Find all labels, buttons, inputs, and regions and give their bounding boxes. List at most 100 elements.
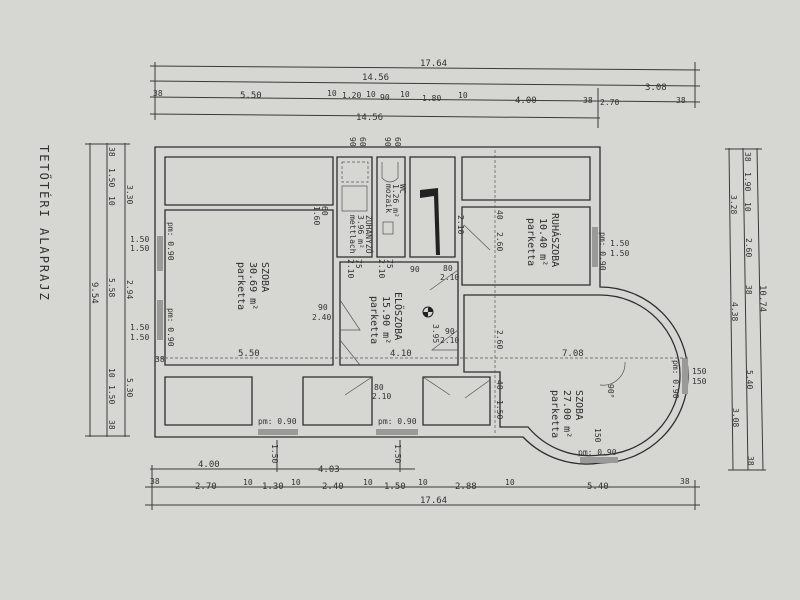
dim-bottom-overall: 17.64 — [420, 496, 447, 506]
dim-left: 38 — [107, 420, 116, 430]
dim-bottom: 10 — [291, 478, 301, 487]
door-label: 75 — [354, 259, 363, 269]
room-eloszoba: ELŐSZOBA 15.90 m² parketta — [368, 292, 406, 344]
room-name: ZUHANYZÓ — [364, 215, 375, 254]
dim-opening: 60 — [358, 137, 367, 147]
right-dimensions: 3.28 4.38 3.08 38 1.90 10 2.60 38 5.40 3… — [725, 147, 767, 471]
dim-right-overall: 10.74 — [757, 285, 767, 312]
inner-dim: 150 — [593, 428, 602, 443]
dim-left: 10 — [107, 196, 116, 206]
dim-left: 1.50 — [107, 168, 116, 187]
dim-opening: 90 — [383, 137, 392, 147]
parapet-label: pm: 0.90 — [166, 308, 175, 347]
dim-bottom: 38 — [150, 477, 160, 486]
dim-bottom: 10 — [243, 478, 253, 487]
window-label: 1.50 — [130, 235, 149, 244]
room-area: 30.69 m² — [247, 262, 258, 310]
dim-right: 5.40 — [745, 370, 754, 389]
inner-dim: 1.50 — [495, 400, 504, 419]
bottom-dimensions: 4.00 4.03 38 2.70 10 1.30 10 2.40 10 1.5… — [145, 440, 700, 510]
door-label: 2.10 — [440, 336, 459, 345]
walls — [154, 146, 690, 465]
dim-bottom: 4.03 — [318, 465, 340, 475]
dim-bottom: 10 — [363, 478, 373, 487]
room-area: 10.40 m² — [537, 218, 548, 266]
dim-top: 1.20 — [342, 91, 361, 100]
window-label: 150 — [692, 377, 707, 386]
inner-dim: 40 — [495, 380, 504, 390]
parapet-label: pm: 0.90 — [598, 232, 607, 271]
dim-left-overall: 9.54 — [89, 282, 99, 304]
dim-bottom: 5.40 — [587, 482, 609, 492]
window-label: 150 — [692, 367, 707, 376]
room-floor: parketta — [525, 218, 536, 266]
inner-dim: 2.60 — [495, 330, 504, 349]
level-label: 3.95 — [431, 324, 440, 343]
dim-bottom: 1.50 — [384, 482, 406, 492]
dim-bottom: 2.40 — [322, 482, 344, 492]
room-area: 15.90 m² — [380, 296, 391, 344]
dim-bottom: 1.30 — [262, 482, 284, 492]
inner-dim: 4.10 — [390, 349, 412, 359]
room-floor: parketta — [235, 262, 246, 310]
door-label: 90 — [318, 303, 328, 312]
dim-right: 2.60 — [744, 238, 753, 257]
room-ruhaszoba: RUHÁSZOBA 10.40 m² parketta — [525, 213, 562, 267]
inner-dim: 40 — [495, 210, 504, 220]
angle-label: 90° — [606, 384, 615, 398]
inner-dim: 38 — [155, 355, 165, 364]
dim-bottom: 2.70 — [195, 482, 217, 492]
dim-right: 38 — [746, 456, 755, 466]
top-dimensions: 17.64 14.56 3.08 38 5.50 10 1.20 10 90 1… — [149, 59, 701, 147]
door-label: 60 — [320, 206, 329, 216]
room-zuhanyzo: ZUHANYZÓ 3.96 m² mettlach — [348, 215, 375, 254]
room-floor: mozaik — [384, 184, 393, 213]
door-label: 80 — [443, 264, 453, 273]
room-floor: parketta — [368, 296, 379, 344]
dim-top: 38 — [583, 96, 593, 105]
dim-top: 10 — [458, 91, 468, 100]
dim-right: 38 — [744, 285, 753, 295]
parapet-label: pm: 0.90 — [578, 448, 617, 457]
inner-dim: 5.50 — [238, 349, 260, 359]
room-szoba-2: SZOBA 27.00 m² parketta — [549, 390, 584, 438]
plan-title: TETŐTÉRI ALAPRAJZ — [37, 145, 52, 302]
dim-left: 5.30 — [125, 378, 134, 397]
dim-left: 3.30 — [125, 185, 134, 204]
dim-top-overall: 17.64 — [420, 59, 447, 69]
dim-top: 2.70 — [600, 98, 619, 107]
window-label: 1.50 — [130, 244, 149, 253]
dim-top: 10 — [366, 90, 376, 99]
dim-right: 38 — [743, 152, 752, 162]
door-label: 2.10 — [440, 273, 459, 282]
parapet-label: pm: 0.90 — [166, 222, 175, 261]
dim-top: 90 — [380, 93, 390, 102]
annotations: pm: 0.90 pm: 0.90 pm: 0.90 pm: 0.90 pm: … — [130, 206, 707, 463]
inner-dim: 7.08 — [562, 349, 584, 359]
dim-left: 1.50 — [107, 385, 116, 404]
dim-top: 38 — [676, 96, 686, 105]
dim-left: 38 — [107, 147, 116, 157]
dim-bottom: 10 — [505, 478, 515, 487]
window-label: 1.50 — [610, 249, 629, 258]
dim-top: 5.50 — [240, 91, 262, 101]
parapet-label: pm: 0.90 — [671, 360, 680, 399]
parapet-label: pm: 0.90 — [258, 417, 297, 426]
dim-left: 2.94 — [125, 280, 134, 299]
inner-dim: 2.60 — [495, 232, 504, 251]
dim-right: 3.28 — [729, 195, 738, 214]
dim-right: 1.90 — [743, 172, 752, 191]
dim-top: 4.00 — [515, 96, 537, 106]
stair-label: 2.10 — [456, 215, 465, 234]
door-label: 2.40 — [312, 313, 331, 322]
room-area: 1.26 m² — [391, 184, 400, 218]
dim-right: 4.38 — [730, 302, 739, 321]
dim-left: 5.58 — [107, 278, 116, 297]
dim-top-14-56-lower: 14.56 — [356, 113, 383, 123]
door-label: 2.10 — [377, 259, 386, 278]
door-label: 2.10 — [372, 392, 391, 401]
window-label: 1.50 — [393, 444, 402, 463]
room-floor: mettlach — [348, 215, 357, 254]
window-label: 1.50 — [610, 239, 629, 248]
